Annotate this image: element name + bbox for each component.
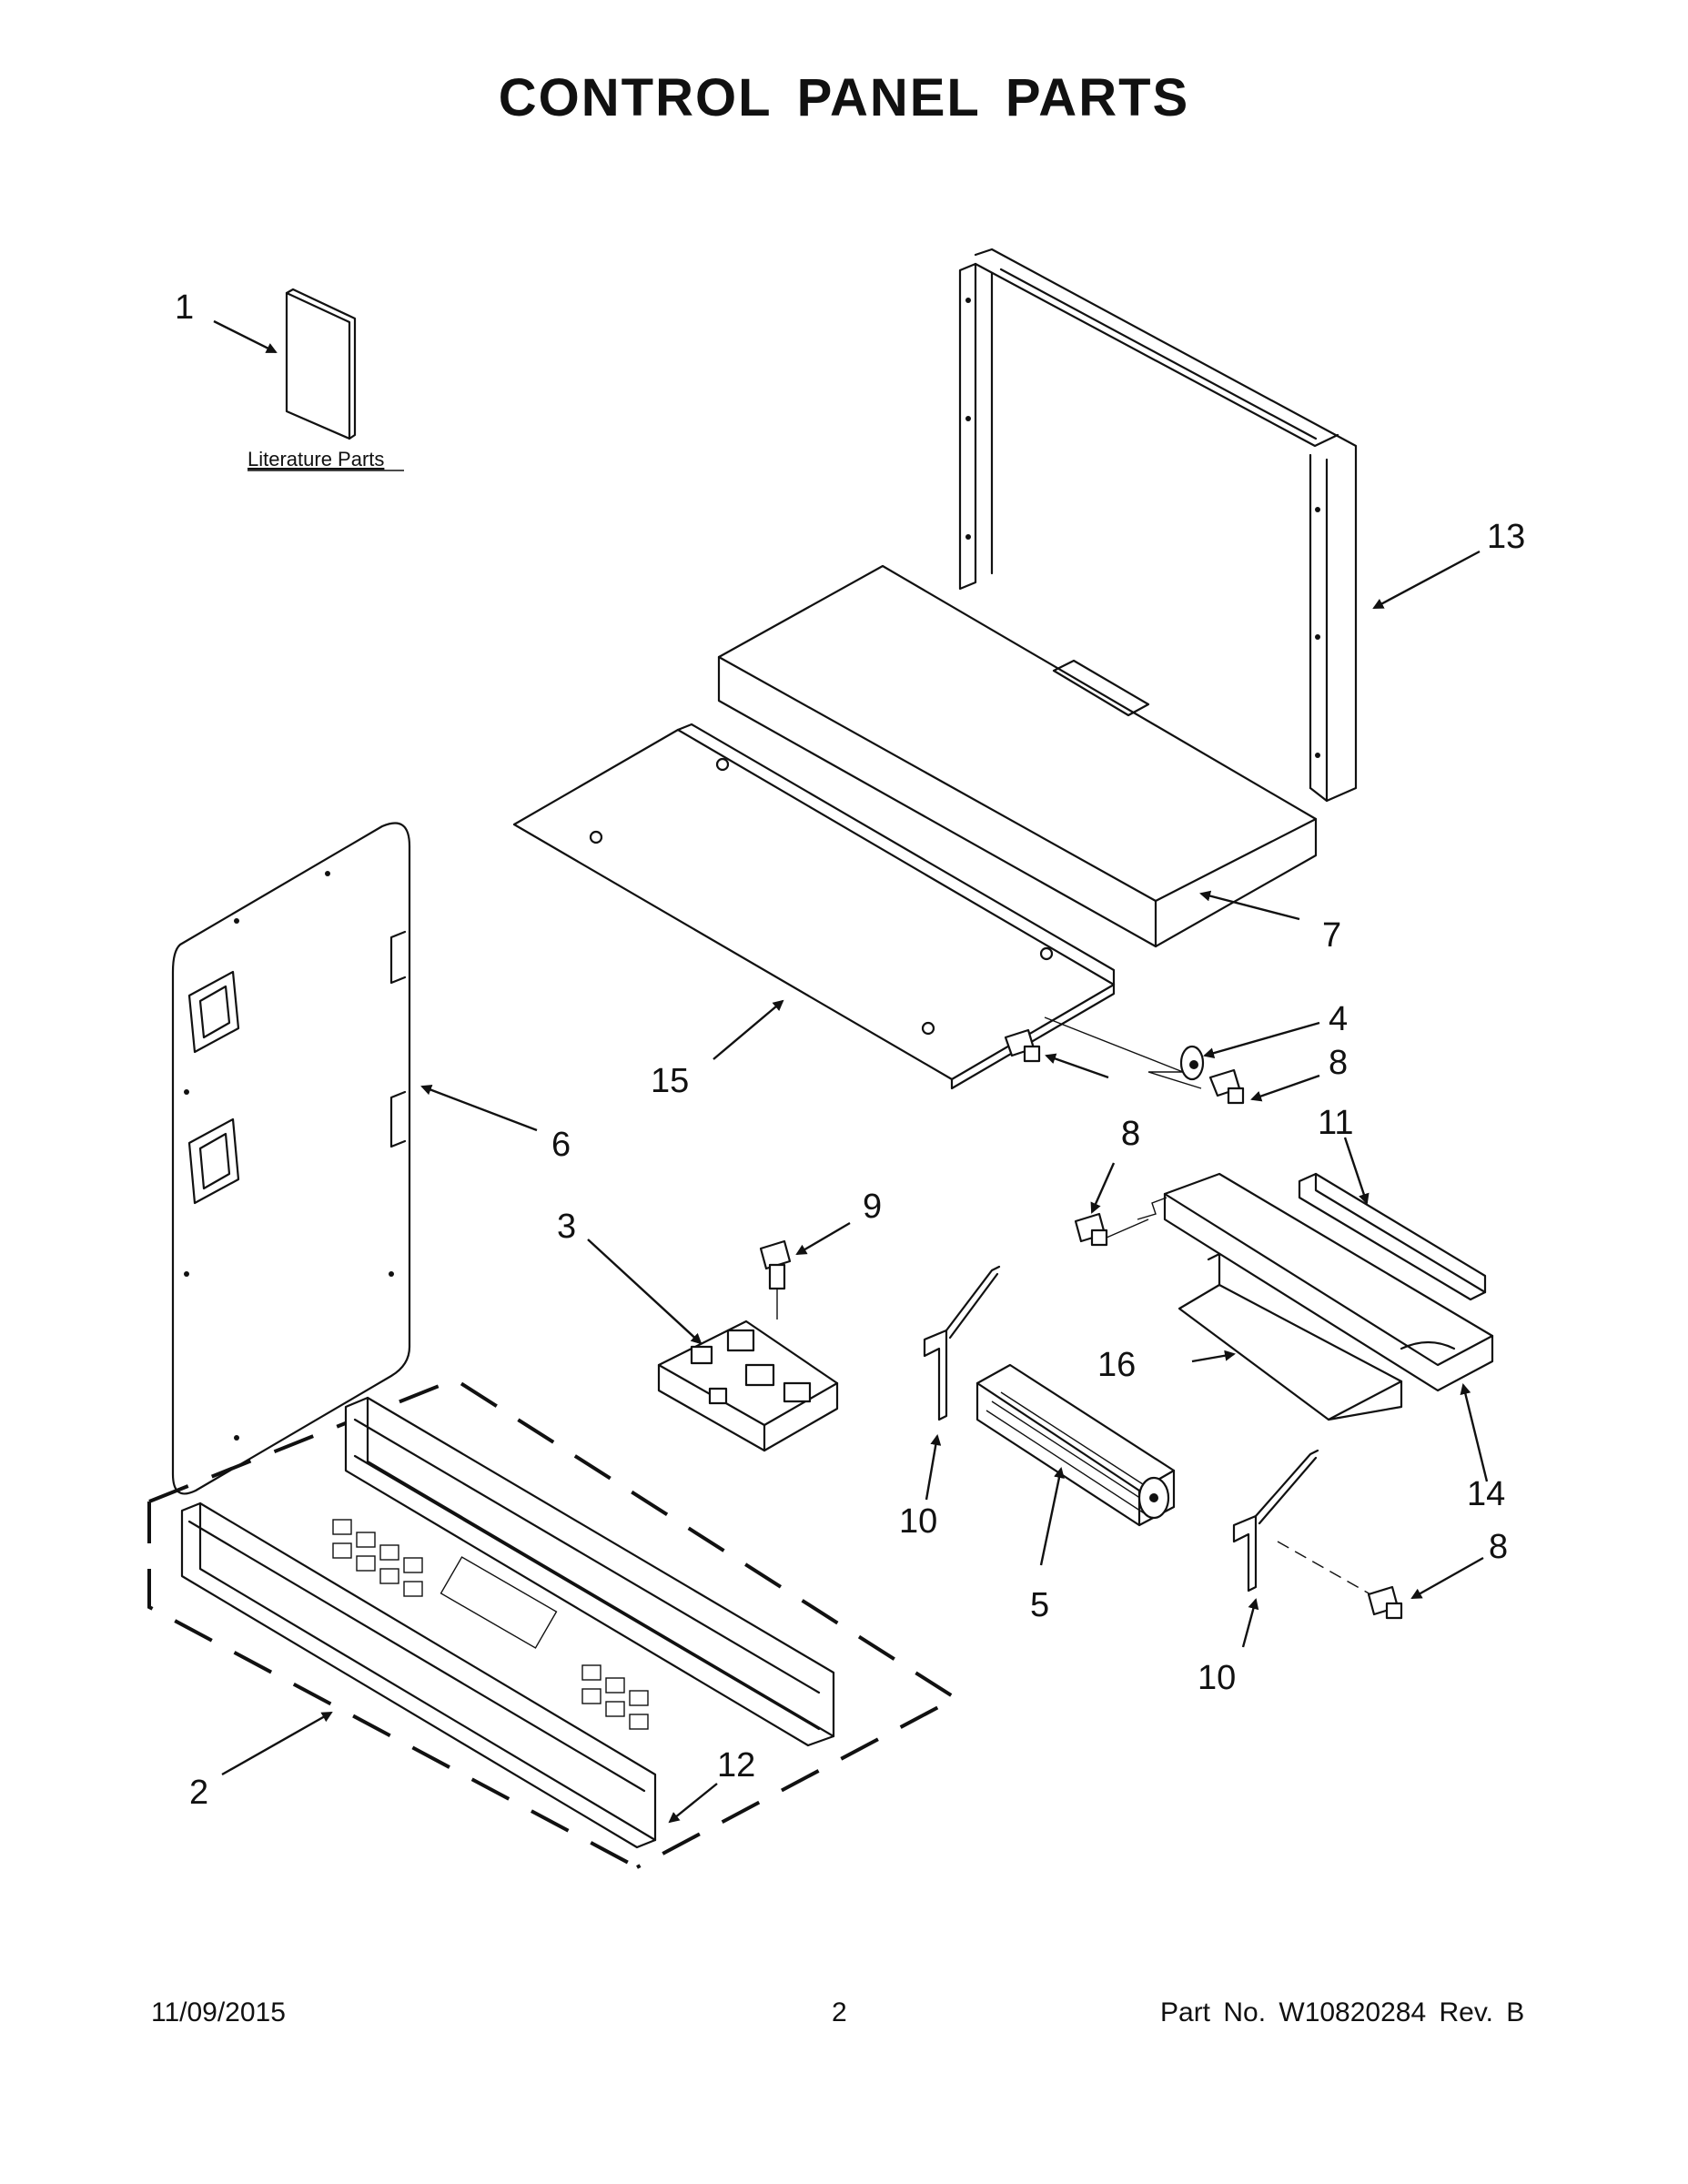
- part-15-heat-shield: 15: [512, 723, 1202, 1100]
- callout-12: 12: [717, 1746, 755, 1785]
- callout-11: 11: [1318, 1104, 1353, 1142]
- part-9-screw: 9: [759, 1188, 882, 1320]
- callout-9: 9: [863, 1188, 882, 1226]
- callout-6: 6: [551, 1126, 571, 1164]
- callout-7: 7: [1322, 916, 1341, 955]
- footer-page-number: 2: [832, 1997, 847, 2027]
- part-1-literature-booklet: 1 Literature Parts: [175, 288, 404, 471]
- callout-8-c: 8: [1121, 1115, 1140, 1153]
- callout-2: 2: [189, 1774, 208, 1812]
- part-16-heat-deflector: 16: [1097, 1252, 1403, 1421]
- part-3-control-board: 3: [557, 1208, 839, 1452]
- part-10-bracket-b: 10: [1198, 1449, 1319, 1697]
- part-13-rear-frame: 13: [958, 248, 1525, 803]
- part-2-and-12-console-assembly: 2 12: [147, 1377, 959, 1869]
- part-6-side-panel: 6: [171, 822, 571, 1495]
- keypad-right: [581, 1664, 649, 1730]
- callout-4: 4: [1329, 1000, 1348, 1038]
- part-5-blower-fan: 5: [975, 1363, 1176, 1624]
- part-11-insulation-strip: 11: [1298, 1104, 1487, 1301]
- part-7-top-cover: 7: [717, 564, 1341, 955]
- callout-10-b: 10: [1198, 1659, 1236, 1697]
- callout-10-a: 10: [899, 1502, 937, 1541]
- footer-date: 11/09/2015: [151, 1997, 286, 2027]
- callout-14: 14: [1467, 1475, 1505, 1513]
- literature-parts-label: Literature Parts: [248, 448, 384, 470]
- part-14-mounting-bracket: 14: [1137, 1172, 1505, 1513]
- callout-3: 3: [557, 1208, 576, 1246]
- keypad-left: [332, 1519, 423, 1597]
- callout-1: 1: [175, 288, 194, 327]
- page-title: CONTROL PANEL PARTS: [498, 68, 1190, 127]
- callout-16: 16: [1097, 1346, 1136, 1384]
- footer-part-number: Part No. W10820284 Rev. B: [1160, 1997, 1525, 2027]
- callout-8-a: 8: [1121, 1115, 1140, 1153]
- callout-8-b: 8: [1329, 1044, 1348, 1082]
- callout-8-d: 8: [1489, 1528, 1508, 1566]
- callout-13: 13: [1487, 518, 1525, 556]
- screw-8-c: 8: [1074, 1115, 1149, 1247]
- callout-15: 15: [651, 1062, 689, 1100]
- callout-5: 5: [1030, 1586, 1049, 1624]
- screw-and-washer-group: 8 4 8: [1004, 1000, 1348, 1153]
- part-10-bracket-a: 10: [899, 1265, 1001, 1541]
- screw-8-d: 8: [1277, 1528, 1508, 1620]
